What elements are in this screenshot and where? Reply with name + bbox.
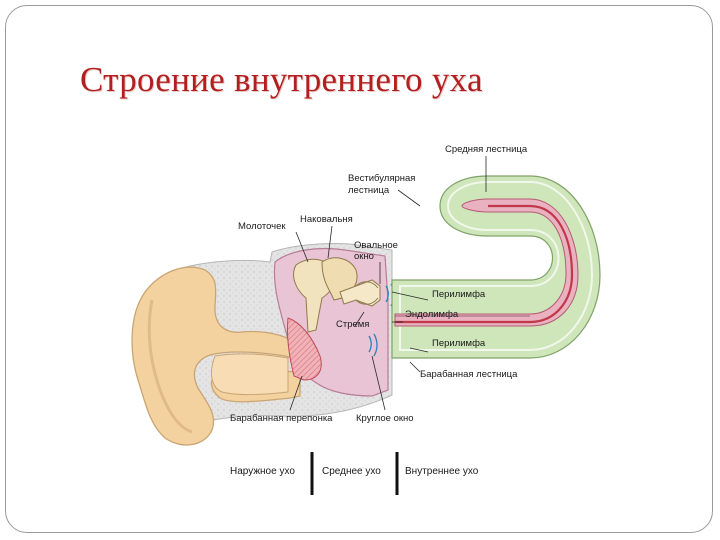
label-malleus: Молоточек	[238, 221, 286, 232]
cochlea	[391, 175, 601, 359]
eardrum	[287, 317, 322, 381]
label-vestibular-scala-2: лестница	[348, 185, 390, 196]
ear-helix-fold	[147, 299, 193, 434]
cochlear-duct	[394, 198, 579, 327]
label-incus: Наковальня	[300, 214, 353, 225]
round-window-waves	[368, 333, 378, 357]
label-outer-ear: Наружное ухо	[230, 466, 295, 477]
label-middle-scala: Средняя лестница	[445, 144, 528, 155]
label-oval-window-2: окно	[354, 251, 374, 262]
cochlea-bone-ring	[399, 181, 594, 351]
leader-lines	[289, 156, 487, 411]
outer-ear	[131, 266, 301, 446]
label-perilymph-bottom: Перилимфа	[432, 338, 486, 349]
label-eardrum: Барабанная перепонка	[230, 413, 333, 424]
slide-title: Строение внутреннего уха	[80, 60, 483, 99]
label-round-window: Круглое окно	[356, 413, 414, 424]
label-tympanic-scala: Барабанная лестница	[420, 369, 518, 380]
basilar-membrane	[395, 204, 574, 324]
label-stapes: Стремя	[336, 319, 369, 330]
ear-canal	[211, 353, 289, 396]
label-vestibular-scala-1: Вестибулярная	[348, 173, 415, 184]
stapes-arch	[355, 281, 379, 305]
label-endolymph: Эндолимфа	[405, 309, 459, 320]
label-inner-ear: Внутреннее ухо	[405, 466, 479, 477]
stapes	[339, 279, 381, 307]
label-oval-window-1: Овальное	[354, 240, 398, 251]
label-perilymph-top: Перилимфа	[432, 289, 486, 300]
label-middle-ear: Среднее ухо	[322, 466, 381, 477]
